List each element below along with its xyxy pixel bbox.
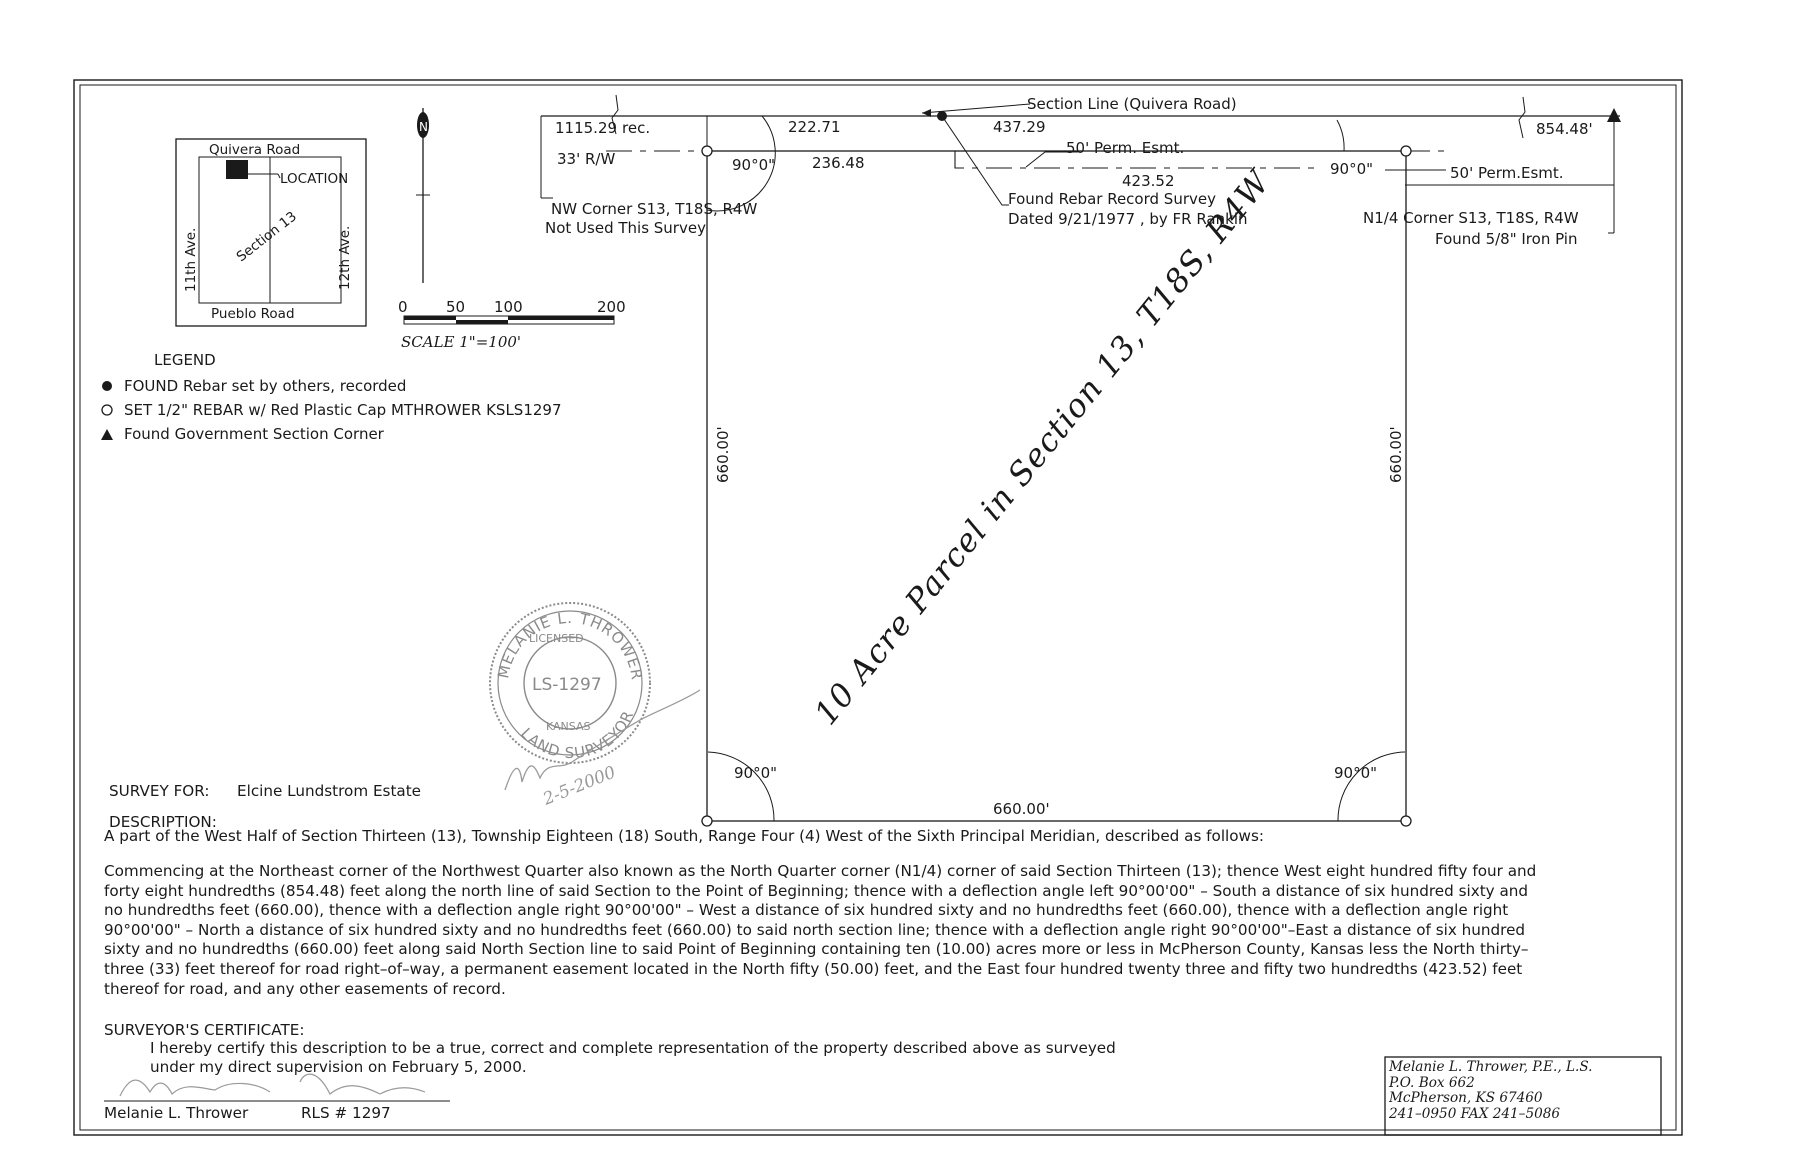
outer-border xyxy=(73,79,1683,1136)
certificate-text: I hereby certify this description to be … xyxy=(150,1039,1116,1076)
map-north-road: Quivera Road xyxy=(209,142,300,158)
seal-bottom-arc: LAND SURVEYOR xyxy=(517,708,637,763)
distance-236: 236.48 xyxy=(812,154,865,172)
section-corner-marker xyxy=(1607,108,1621,122)
description-heading: DESCRIPTION: xyxy=(109,813,217,831)
seal-licensed: LICENSED xyxy=(529,632,584,645)
seal-signature xyxy=(504,689,701,791)
scale-tick-0: 0 xyxy=(398,298,408,316)
contact-po-box: P.O. Box 662 xyxy=(1389,1074,1475,1091)
found-rebar-line1: Found Rebar Record Survey xyxy=(1008,190,1216,208)
parcel-boundary xyxy=(706,150,1407,822)
description-first-line: A part of the West Half of Section Thirt… xyxy=(104,827,1265,845)
distance-437: 437.29 xyxy=(993,118,1046,136)
legend-title: LEGEND xyxy=(154,351,216,369)
legend-set-rebar-symbol xyxy=(101,404,113,416)
distance-854: 854.48' xyxy=(1536,120,1593,138)
certificate-heading: SURVEYOR'S CERTIFICATE: xyxy=(104,1021,305,1039)
angle-ne: 90°0" xyxy=(1330,160,1373,178)
survey-for-value: Elcine Lundstrom Estate xyxy=(237,782,422,800)
map-south-road: Pueblo Road xyxy=(211,306,295,322)
surveyor-seal: MELANIE L. THROWER LAND SURVEYOR LICENSE… xyxy=(489,602,701,810)
map-east-road: 12th Ave. xyxy=(337,226,353,290)
distance-423: 423.52 xyxy=(1122,172,1175,190)
surveyor-rls: RLS # 1297 xyxy=(301,1104,391,1122)
east-side-length: 660.00' xyxy=(1387,426,1405,483)
south-side-length: 660.00' xyxy=(993,800,1050,818)
seal-top-arc: MELANIE L. THROWER xyxy=(494,609,646,682)
parcel-title: 10 Acre Parcel in Section 13, T18S, R4W xyxy=(807,161,1279,732)
contact-box xyxy=(1384,1056,1662,1136)
angle-se: 90°0" xyxy=(1334,764,1377,782)
seal-signature-date: 2-5-2000 xyxy=(539,762,618,810)
perm-easement-right: 50' Perm.Esmt. xyxy=(1450,164,1564,182)
monument-ne xyxy=(1400,145,1412,157)
west-side-length: 660.00' xyxy=(714,426,732,483)
legend-section-corner-symbol xyxy=(101,429,113,440)
monument-nw xyxy=(701,145,713,157)
easement-line xyxy=(954,150,1450,171)
record-distance: 1115.29 xyxy=(555,119,617,137)
n14-corner-line2: Found 5/8" Iron Pin xyxy=(1435,230,1578,248)
survey-for-label: SURVEY FOR: xyxy=(109,782,210,800)
scale-tick-100: 100 xyxy=(494,298,523,316)
seal-number: LS-1297 xyxy=(532,675,602,695)
found-rebar-line2: Dated 9/21/1977 , by FR Rankin xyxy=(1008,210,1248,228)
monument-se xyxy=(1400,815,1412,827)
location-marker xyxy=(226,160,248,179)
scale-tick-50: 50 xyxy=(446,298,465,316)
map-section: Section 13 xyxy=(234,208,300,265)
right-of-way-label: 33' R/W xyxy=(557,150,615,168)
map-location-tag: LOCATION xyxy=(280,171,348,187)
surveyor-name: Melanie L. Thrower xyxy=(104,1104,249,1122)
scale-text: SCALE 1"=100' xyxy=(401,333,521,351)
surveyor-signature xyxy=(119,1073,426,1097)
angle-sw: 90°0" xyxy=(734,764,777,782)
contact-name: Melanie L. Thrower, P.E., L.S. xyxy=(1389,1059,1593,1075)
section-line xyxy=(540,94,1621,234)
record-suffix: rec. xyxy=(622,119,650,137)
legend-found-rebar: FOUND Rebar set by others, recorded xyxy=(124,377,406,395)
scale-bar: 0 50 100 200 SCALE 1"=100' xyxy=(398,298,626,351)
legend-set-rebar: SET 1/2" REBAR w/ Red Plastic Cap MTHROW… xyxy=(124,401,562,419)
seal-state: KANSAS xyxy=(546,720,590,733)
nw-corner-line2: Not Used This Survey xyxy=(545,219,706,237)
legend: LEGEND FOUND Rebar set by others, record… xyxy=(101,351,562,443)
legend-found-rebar-symbol xyxy=(102,381,112,391)
location-map: Quivera Road Pueblo Road LOCATION 11th A… xyxy=(175,138,367,327)
perm-easement-mid: 50' Perm. Esmt. xyxy=(1066,139,1184,157)
description-body: Commencing at the Northeast corner of th… xyxy=(104,862,1537,998)
monument-sw xyxy=(701,815,713,827)
angle-nw: 90°0" xyxy=(732,156,775,174)
north-letter: N xyxy=(419,120,428,134)
legend-section-corner: Found Government Section Corner xyxy=(124,425,385,443)
contact-city: McPherson, KS 67460 xyxy=(1389,1090,1543,1107)
map-west-road: 11th Ave. xyxy=(183,228,199,292)
inner-border xyxy=(79,84,1677,1131)
nw-corner-line1: NW Corner S13, T18S, R4W xyxy=(551,200,757,218)
n14-corner-line1: N1/4 Corner S13, T18S, R4W xyxy=(1363,209,1579,227)
contact-block: Melanie L. Thrower, P.E., L.S. P.O. Box … xyxy=(1389,1059,1659,1122)
section-line-label: Section Line (Quivera Road) xyxy=(1027,95,1237,113)
contact-phone: 241–0950 FAX 241–5086 xyxy=(1389,1105,1561,1122)
distance-222: 222.71 xyxy=(788,118,841,136)
north-arrow: N xyxy=(416,108,430,283)
scale-tick-200: 200 xyxy=(597,298,626,316)
